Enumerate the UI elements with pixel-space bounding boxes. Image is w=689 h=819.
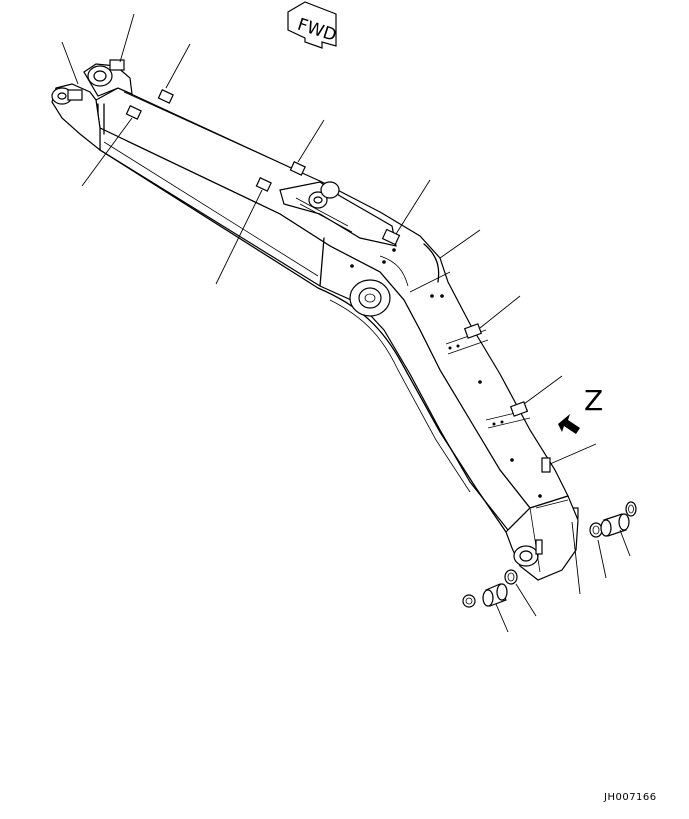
shim-right bbox=[589, 522, 603, 538]
boom-foot bbox=[51, 59, 133, 152]
boom-bracket bbox=[279, 181, 397, 317]
boom-top-end bbox=[505, 495, 579, 581]
seal-left bbox=[462, 594, 476, 608]
view-z-label: Z bbox=[584, 384, 603, 417]
shim-left bbox=[504, 569, 518, 585]
bolt-dots bbox=[350, 248, 542, 498]
boom-body bbox=[95, 87, 569, 533]
pin-bushings bbox=[462, 501, 637, 608]
drawing-code: JH007166 bbox=[603, 792, 657, 803]
fwd-direction-tag: FWD bbox=[287, 1, 339, 49]
view-z-arrow: Z bbox=[558, 384, 603, 434]
leader-lines bbox=[61, 13, 631, 633]
seal-right bbox=[625, 501, 637, 517]
